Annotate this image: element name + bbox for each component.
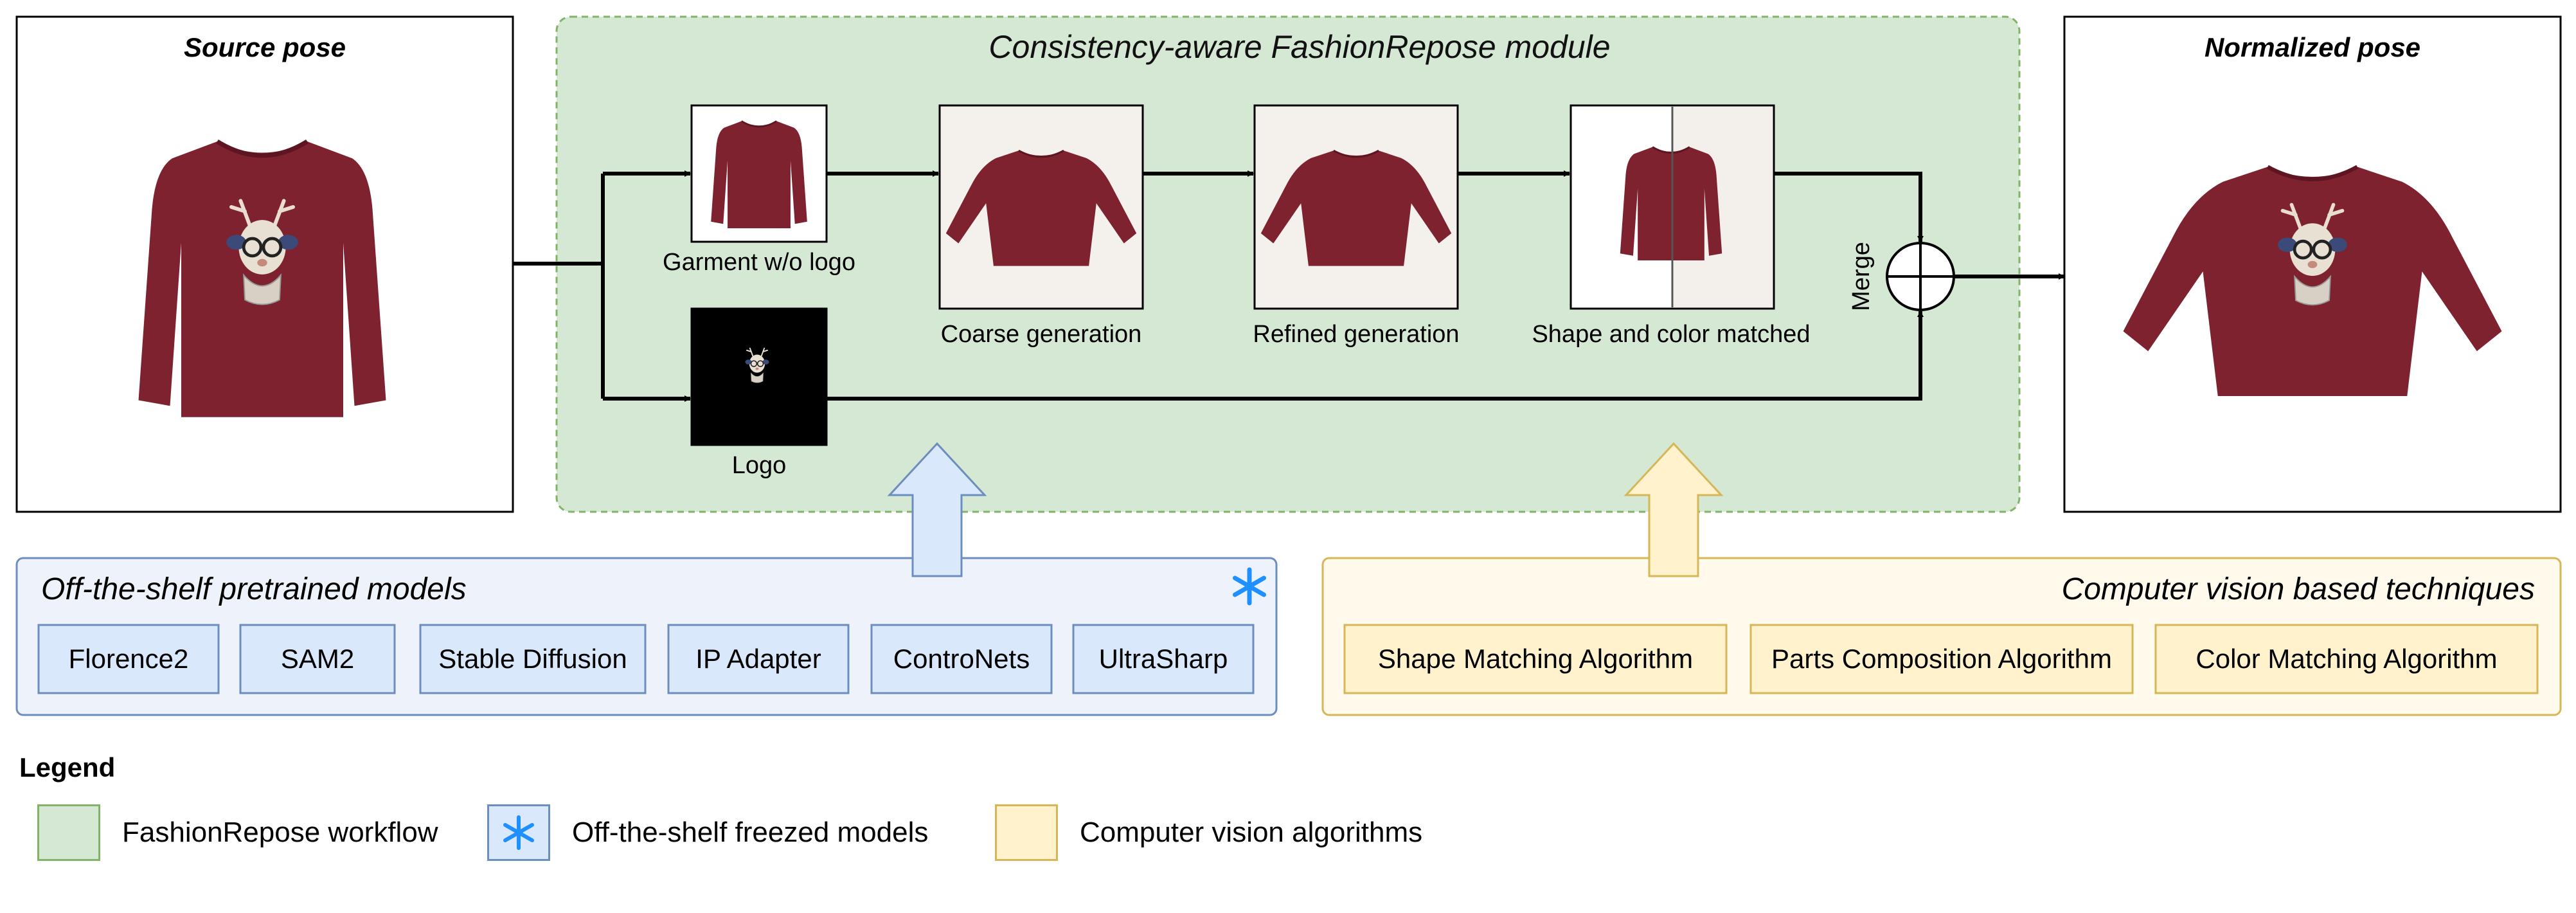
algorithm-label: Color Matching Algorithm (2196, 644, 2497, 674)
legend-swatch-yellow (995, 804, 1058, 861)
model-label: IP Adapter (695, 644, 821, 674)
refined-generation-label: Refined generation (1253, 321, 1459, 348)
merge-label: Merge (1848, 242, 1875, 311)
algorithm-label: Parts Composition Algorithm (1771, 644, 2112, 674)
garment-without-logo-label: Garment w/o logo (663, 249, 855, 276)
snowflake-icon (503, 815, 534, 850)
normalized-pose-panel: Normalized pose (2063, 15, 2562, 513)
cv-techniques-panel: Computer vision based techniques Shape M… (1321, 557, 2562, 716)
model-label: SAM2 (281, 644, 354, 674)
logo-label: Logo (732, 452, 787, 479)
pretrained-models-title: Off-the-shelf pretrained models (41, 572, 467, 606)
algorithm-label: Shape Matching Algorithm (1378, 644, 1693, 674)
flow-arrows (513, 170, 2065, 402)
model-box (37, 624, 220, 694)
legend-label-freezed-models: Off-the-shelf freezed models (572, 817, 929, 848)
coarse-generation-label: Coarse generation (941, 321, 1142, 348)
model-box (870, 624, 1053, 694)
legend-swatch-blue (487, 804, 550, 861)
legend-item-freezed-models: Off-the-shelf freezed models (487, 804, 928, 862)
model-box (667, 624, 850, 694)
legend-item-cv-algorithms: Computer vision algorithms (995, 804, 1422, 862)
fashionrepose-module: Consistency-aware FashionRepose module G… (555, 15, 2021, 513)
model-label: UltraSharp (1099, 644, 1228, 674)
legend-label-cv-algorithms: Computer vision algorithms (1080, 817, 1423, 848)
model-box (239, 624, 396, 694)
source-pose-panel: Source pose (15, 15, 514, 513)
algorithm-box (1343, 624, 1728, 694)
legend-label-workflow: FashionRepose workflow (122, 817, 438, 848)
normalized-pose-title: Normalized pose (2205, 32, 2420, 62)
model-label: Stable Diffusion (438, 644, 627, 674)
model-box (419, 624, 647, 694)
pretrained-models-panel: Off-the-shelf pretrained models Florence… (15, 557, 1278, 716)
legend-title: Legend (19, 752, 116, 782)
algorithm-box (2154, 624, 2539, 694)
legend-swatch-green (37, 804, 100, 861)
snowflake-icon (1233, 567, 1266, 606)
model-box (1072, 624, 1255, 694)
cv-techniques-title: Computer vision based techniques (2062, 572, 2535, 606)
model-label: Florence2 (69, 644, 189, 674)
algorithm-box (1749, 624, 2134, 694)
shape-color-matched-label: Shape and color matched (1532, 321, 1810, 348)
source-pose-title: Source pose (184, 32, 346, 62)
model-label: ControNets (893, 644, 1030, 674)
pretrained-arrow-shape (887, 442, 987, 577)
cv-up-arrow (1623, 442, 1724, 577)
legend-item-workflow: FashionRepose workflow (37, 804, 438, 862)
module-title: Consistency-aware FashionRepose module (988, 29, 1610, 65)
